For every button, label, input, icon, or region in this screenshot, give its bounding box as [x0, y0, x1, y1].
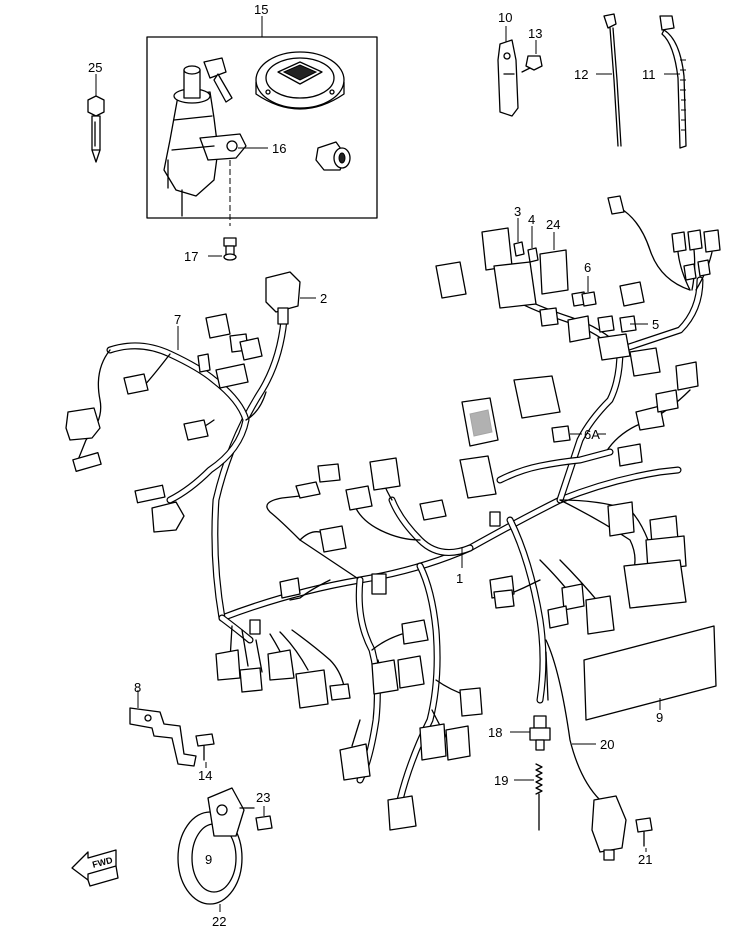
- harness-clip: [371, 573, 387, 595]
- label-13: 13: [528, 26, 542, 41]
- label-6: 6: [584, 260, 591, 275]
- label-5: 5: [652, 317, 659, 332]
- screw-13: [521, 40, 543, 73]
- label-25: 25: [88, 60, 102, 75]
- label-1: 1: [456, 571, 463, 586]
- label-2: 2: [320, 291, 327, 306]
- bracket-8: [129, 690, 197, 767]
- horn-mark: 9: [205, 852, 212, 867]
- lock-set-group: [146, 16, 378, 226]
- plate-9: [583, 625, 717, 721]
- label-17: 17: [184, 249, 198, 264]
- label-3: 3: [514, 204, 521, 219]
- label-15: 15: [254, 2, 268, 17]
- label-11: 11: [642, 67, 656, 82]
- horn-22: 9: [177, 787, 255, 912]
- spring-19: [514, 763, 543, 831]
- brake-switch-18: [510, 715, 551, 751]
- fwd-arrow: FWD: [71, 849, 119, 887]
- ignition-switch: [163, 57, 247, 226]
- bolt-17: [208, 237, 237, 261]
- label-18: 18: [488, 725, 502, 740]
- screw-21: [635, 817, 653, 852]
- label-16: 16: [272, 141, 286, 156]
- label-14: 14: [198, 768, 212, 783]
- label-21: 21: [638, 852, 652, 867]
- bolt-14: [195, 733, 215, 768]
- cable-tie-12: [596, 13, 622, 147]
- clamp-10: [497, 26, 519, 117]
- fuel-cap: [255, 51, 345, 110]
- label-24: 24: [546, 217, 560, 232]
- label-7: 7: [174, 312, 181, 327]
- label-6a: 6A: [584, 427, 600, 442]
- label-23: 23: [256, 790, 270, 805]
- label-8: 8: [134, 680, 141, 695]
- connectors: [65, 195, 721, 831]
- switch-20: [572, 743, 627, 861]
- label-4: 4: [528, 212, 535, 227]
- label-10: 10: [498, 10, 512, 25]
- key: [87, 74, 105, 163]
- label-20: 20: [600, 737, 614, 752]
- seat-lock: [315, 141, 351, 171]
- label-19: 19: [494, 773, 508, 788]
- label-9: 9: [656, 710, 663, 725]
- cable-tie-11: [659, 15, 687, 149]
- part-labels: 1 2 3 4 5 6 6A 7 8 9 10 11 12 13 14 15 1…: [88, 2, 663, 929]
- screw-23: [255, 806, 273, 831]
- label-12: 12: [574, 67, 588, 82]
- label-22: 22: [212, 914, 226, 929]
